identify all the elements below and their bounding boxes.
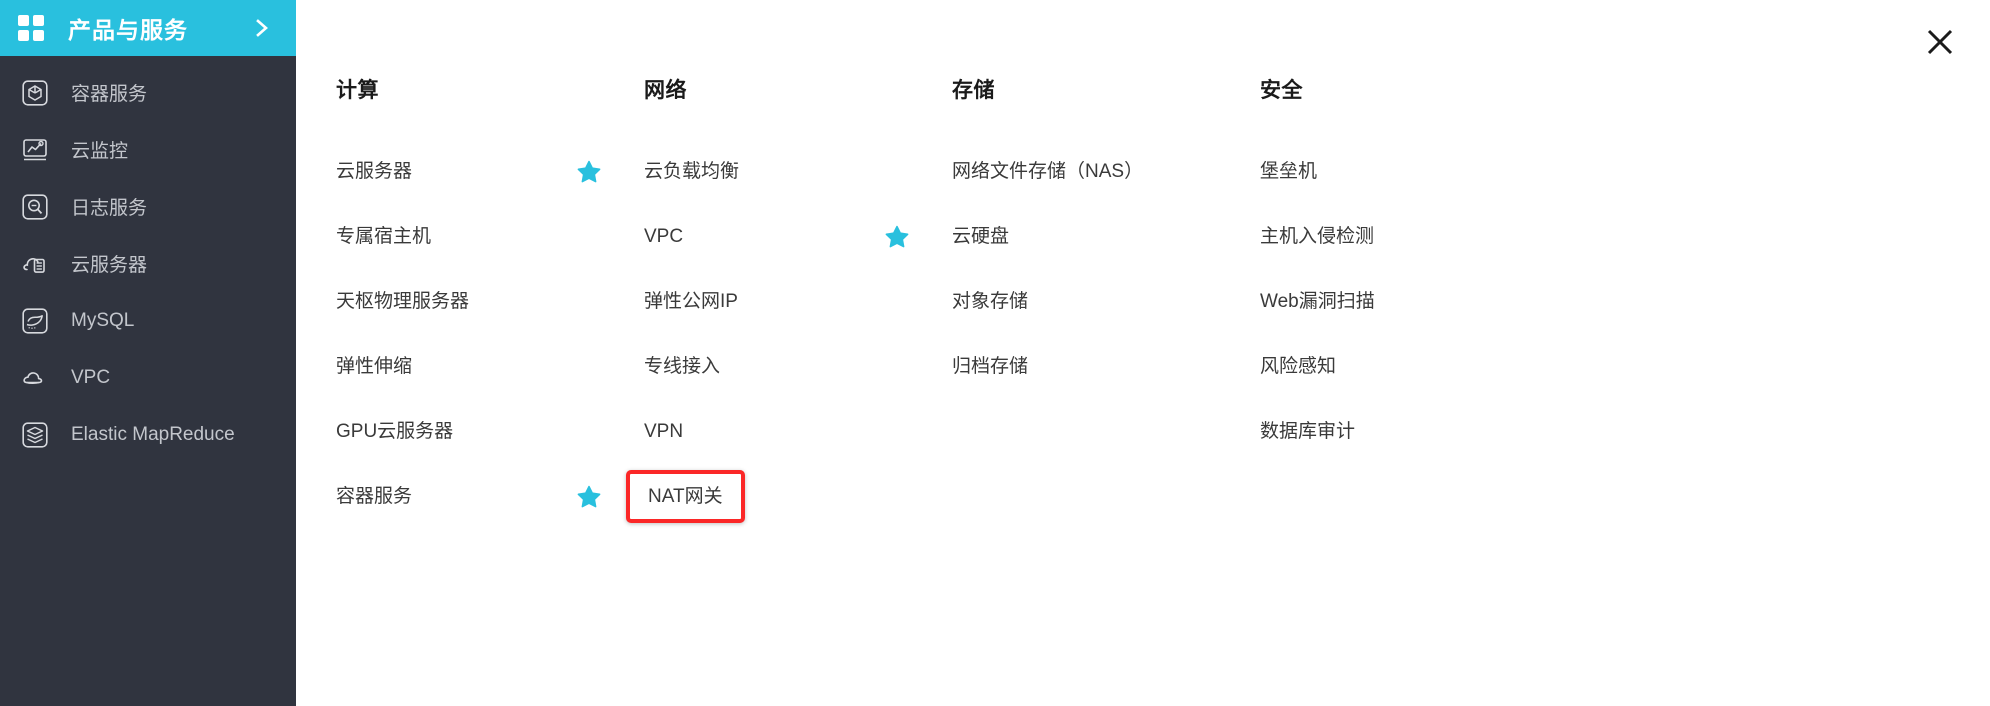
product-item-gpu-cloud-server[interactable]: GPU云服务器 <box>336 399 644 464</box>
product-item-dedicated-host[interactable]: 专属宿主机 <box>336 204 644 269</box>
product-item-cloud-server[interactable]: 云服务器 <box>336 139 644 204</box>
product-item-direct-connect[interactable]: 专线接入 <box>644 334 952 399</box>
product-item-bastion-host[interactable]: 堡垒机 <box>1260 139 1568 204</box>
category-title: 网络 <box>644 79 687 102</box>
product-item-archive-storage[interactable]: 归档存储 <box>952 334 1260 399</box>
cloud-server-icon <box>22 251 48 277</box>
category-title: 存储 <box>952 79 995 102</box>
container-cube-icon <box>22 79 48 106</box>
sidebar-title: 产品与服务 <box>68 17 188 43</box>
product-item-risk-perception[interactable]: 风险感知 <box>1260 334 1568 399</box>
category-column-compute: 计算 云服务器 专属宿主机 天枢物理服务器 弹性伸缩 <box>336 74 644 529</box>
sidebar-header[interactable]: 产品与服务 <box>0 0 296 56</box>
sidebar: 产品与服务 容器服务 <box>0 0 296 706</box>
category-column-network: 网络 云负载均衡 VPC 弹性公网IP 专线接入 <box>626 74 952 529</box>
product-label: 云服务器 <box>336 161 413 182</box>
grid-icon <box>18 15 44 41</box>
product-item-load-balancer[interactable]: 云负载均衡 <box>644 139 952 204</box>
product-label: 云负载均衡 <box>644 161 740 182</box>
product-item-placeholder <box>1260 464 1568 529</box>
product-item-web-vulnerability-scan[interactable]: Web漏洞扫描 <box>1260 269 1568 334</box>
product-item-container-service[interactable]: 容器服务 <box>336 464 644 529</box>
product-label: 天枢物理服务器 <box>336 291 470 312</box>
sidebar-item-label: 云监控 <box>71 141 129 162</box>
product-label-highlighted: NAT网关 <box>626 470 745 523</box>
product-item-physical-server[interactable]: 天枢物理服务器 <box>336 269 644 334</box>
category-title: 安全 <box>1260 79 1303 102</box>
mapreduce-icon <box>22 421 48 448</box>
sidebar-item-cloud-server[interactable]: 云服务器 <box>0 235 296 292</box>
chevron-right-icon[interactable] <box>252 18 272 38</box>
product-label: 专线接入 <box>644 356 721 377</box>
product-item-placeholder <box>952 399 1260 464</box>
sidebar-item-cloud-monitor[interactable]: 云监控 <box>0 121 296 178</box>
product-label: 风险感知 <box>1260 356 1337 377</box>
product-label: 归档存储 <box>952 356 1029 377</box>
sidebar-item-label: VPC <box>71 366 111 388</box>
chart-monitor-icon <box>22 137 48 163</box>
sidebar-item-label: 日志服务 <box>71 198 148 219</box>
product-label: Web漏洞扫描 <box>1260 291 1375 312</box>
sidebar-item-label: MySQL <box>71 309 135 331</box>
sidebar-item-label: 容器服务 <box>71 84 148 105</box>
product-item-nas[interactable]: 网络文件存储（NAS） <box>952 139 1260 204</box>
product-item-host-intrusion-detection[interactable]: 主机入侵检测 <box>1260 204 1568 269</box>
log-search-icon <box>22 193 48 220</box>
product-label: 容器服务 <box>336 486 413 507</box>
product-label: 弹性伸缩 <box>336 356 413 377</box>
product-item-vpn[interactable]: VPN <box>644 399 952 464</box>
close-icon[interactable] <box>1922 24 1958 60</box>
product-item-elastic-ip[interactable]: 弹性公网IP <box>644 269 952 334</box>
product-item-auto-scaling[interactable]: 弹性伸缩 <box>336 334 644 399</box>
product-label: 堡垒机 <box>1260 161 1318 182</box>
product-label: GPU云服务器 <box>336 421 454 442</box>
favorite-star-icon[interactable] <box>576 159 602 185</box>
category-column-storage: 存储 网络文件存储（NAS） 云硬盘 对象存储 归档存储 <box>952 74 1260 529</box>
product-item-database-audit[interactable]: 数据库审计 <box>1260 399 1568 464</box>
sidebar-item-elastic-mapreduce[interactable]: Elastic MapReduce <box>0 406 296 463</box>
dolphin-mysql-icon <box>22 307 48 334</box>
sidebar-item-label: Elastic MapReduce <box>71 423 235 445</box>
favorite-star-icon[interactable] <box>576 484 602 510</box>
product-label: 对象存储 <box>952 291 1029 312</box>
products-panel: 计算 云服务器 专属宿主机 天枢物理服务器 弹性伸缩 <box>296 0 1990 706</box>
cloud-vpc-icon <box>22 365 48 391</box>
product-label: VPC <box>644 226 684 247</box>
sidebar-item-container-service[interactable]: 容器服务 <box>0 64 296 121</box>
product-item-cloud-disk[interactable]: 云硬盘 <box>952 204 1260 269</box>
product-label: 弹性公网IP <box>644 291 738 312</box>
product-label: 主机入侵检测 <box>1260 226 1375 247</box>
sidebar-item-vpc[interactable]: VPC <box>0 349 296 406</box>
product-label: VPN <box>644 421 684 442</box>
category-column-security: 安全 堡垒机 主机入侵检测 Web漏洞扫描 风险感知 数据库审计 <box>1260 74 1568 529</box>
product-item-object-storage[interactable]: 对象存储 <box>952 269 1260 334</box>
product-label: 专属宿主机 <box>336 226 432 247</box>
product-category-columns: 计算 云服务器 专属宿主机 天枢物理服务器 弹性伸缩 <box>296 0 1990 529</box>
sidebar-item-label: 云服务器 <box>71 255 148 276</box>
sidebar-item-log-service[interactable]: 日志服务 <box>0 178 296 235</box>
category-title: 计算 <box>336 79 379 102</box>
product-item-nat-gateway[interactable]: NAT网关 <box>626 464 952 529</box>
product-item-placeholder <box>952 464 1260 529</box>
product-label: 云硬盘 <box>952 226 1010 247</box>
favorite-star-icon[interactable] <box>884 224 910 250</box>
product-item-vpc[interactable]: VPC <box>644 204 952 269</box>
product-label: 数据库审计 <box>1260 421 1356 442</box>
sidebar-menu-list: 容器服务 云监控 <box>0 56 296 463</box>
sidebar-item-mysql[interactable]: MySQL <box>0 292 296 349</box>
product-label: 网络文件存储（NAS） <box>952 161 1144 182</box>
